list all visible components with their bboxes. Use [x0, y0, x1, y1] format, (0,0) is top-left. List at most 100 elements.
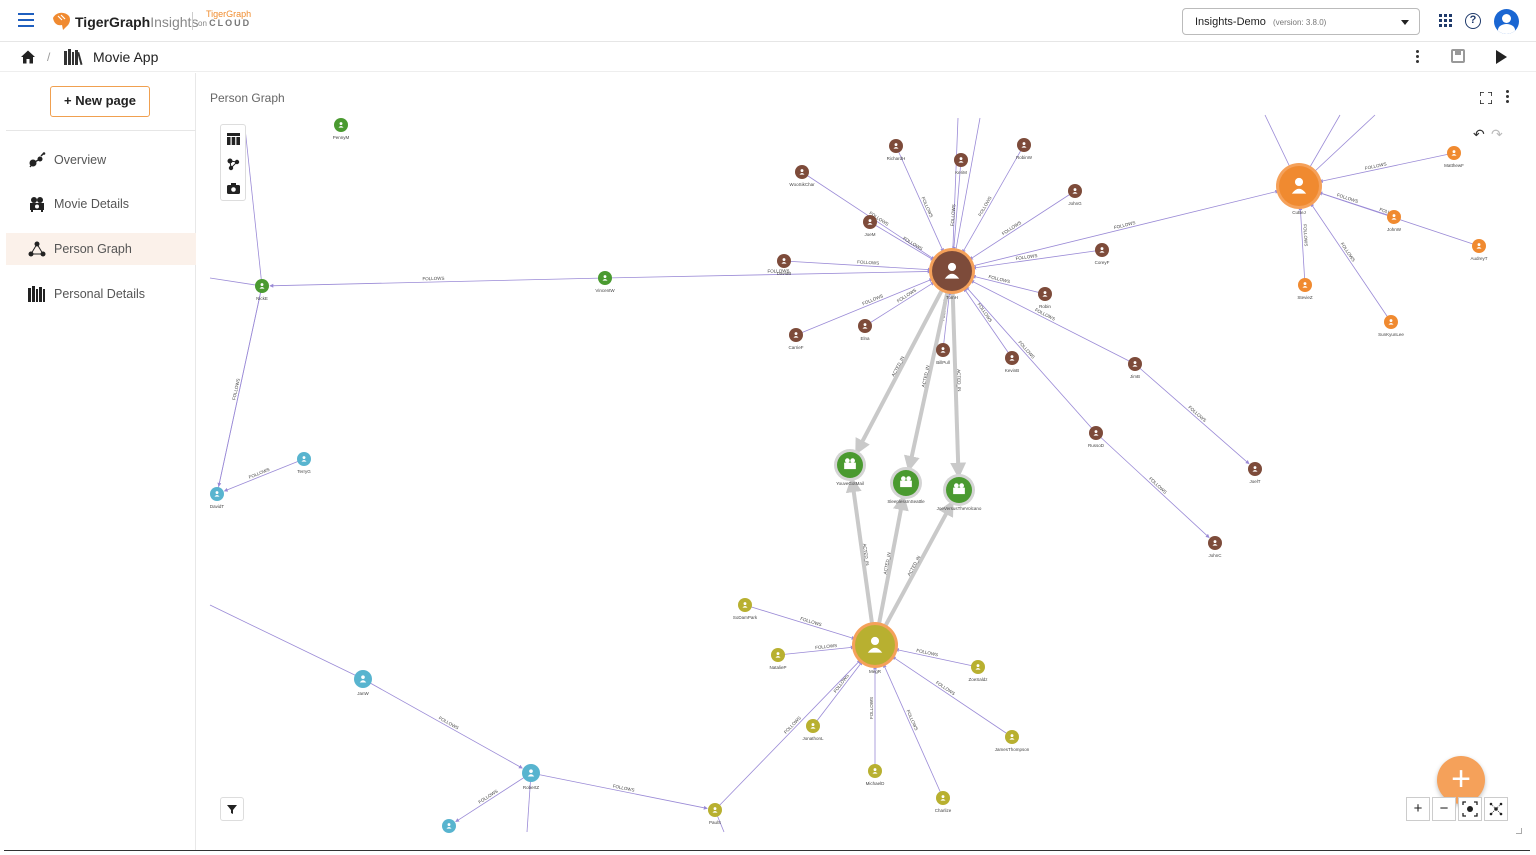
movie-node[interactable]: JoeVersusTheVolcano [937, 474, 982, 511]
follows-edge[interactable] [812, 661, 863, 727]
follows-edge[interactable] [969, 190, 1076, 260]
zoom-out-button[interactable]: − [1432, 797, 1456, 821]
sidebar-item-movie-details[interactable]: Movie Details [6, 188, 196, 220]
user-avatar-icon[interactable] [1494, 9, 1519, 34]
sidebar-item-personal-details[interactable]: Personal Details [6, 278, 196, 310]
person-node[interactable]: CarrieF [788, 328, 804, 350]
canvas-more-menu-icon[interactable] [1506, 90, 1510, 104]
person-node[interactable]: WooSikChar [789, 165, 815, 187]
person-node[interactable]: BillPull [936, 343, 950, 365]
acted-in-edge[interactable] [950, 270, 967, 479]
follows-edge[interactable] [891, 656, 1013, 738]
person-node[interactable] [442, 819, 456, 833]
app-more-menu-icon[interactable] [1416, 50, 1420, 64]
sidebar-item-overview[interactable]: Overview [6, 144, 196, 176]
follows-edge[interactable] [1134, 363, 1250, 465]
person-node[interactable]: ZoeSaldz [968, 660, 988, 682]
person-node[interactable]: MatthewF [1444, 146, 1464, 168]
follows-edge[interactable] [1318, 152, 1455, 183]
workspace-select[interactable]: Insights-Demo (version: 3.8.0) [1182, 8, 1420, 35]
apps-grid-icon[interactable] [1439, 14, 1453, 28]
zoom-in-button[interactable]: + [1406, 797, 1430, 821]
person-node[interactable]: JoeM [863, 215, 877, 237]
follows-edge[interactable] [223, 458, 305, 492]
person-node[interactable]: JonathonL [802, 719, 824, 741]
acted-in-edge[interactable] [845, 476, 877, 646]
follows-edge[interactable] [972, 249, 1103, 270]
follows-edge[interactable] [883, 663, 944, 799]
follows-edge[interactable] [217, 285, 263, 487]
new-page-button[interactable]: + New page [50, 86, 150, 117]
person-node[interactable]: NatalieP [769, 648, 787, 670]
person-node[interactable]: Elna [858, 319, 872, 341]
follows-edge[interactable] [894, 648, 979, 668]
follows-edge[interactable] [530, 772, 708, 810]
home-icon[interactable] [20, 49, 36, 65]
acted-in-edge[interactable] [873, 499, 955, 646]
follows-edge[interactable] [777, 645, 855, 656]
person-node[interactable]: DavidB [777, 254, 792, 276]
person-node[interactable]: JimB [1128, 357, 1142, 379]
follows-edge[interactable] [963, 287, 1013, 359]
person-node[interactable]: TomH [929, 248, 975, 300]
layout-icon[interactable] [221, 151, 245, 176]
acted-in-edge[interactable] [854, 270, 954, 455]
center-focus-icon[interactable] [1458, 797, 1482, 821]
person-node[interactable]: JoelT [1248, 462, 1262, 484]
follows-edge[interactable] [455, 772, 532, 823]
filter-icon[interactable] [220, 797, 244, 821]
run-play-icon[interactable] [1496, 50, 1507, 64]
movie-node[interactable]: SleeplessInSeattle [887, 467, 925, 504]
table-view-icon[interactable] [221, 126, 245, 151]
person-node[interactable]: JohnC [1208, 536, 1222, 558]
follows-edge[interactable] [744, 604, 856, 640]
person-node[interactable]: TerryG [297, 452, 311, 474]
follows-edge[interactable] [864, 281, 935, 327]
person-node[interactable]: StevieZ [1297, 278, 1313, 300]
person-node[interactable]: Charlize [935, 791, 952, 813]
person-node[interactable]: JohnW [1387, 210, 1402, 232]
person-node[interactable]: DavidT [210, 487, 225, 509]
person-node[interactable]: PennyM [333, 118, 350, 140]
person-node[interactable]: JohnG [1068, 184, 1082, 206]
fit-graph-icon[interactable] [1484, 797, 1508, 821]
person-node[interactable]: MegR [852, 622, 898, 674]
person-node[interactable]: JamesThompson [995, 730, 1030, 752]
follows-edge[interactable] [895, 145, 944, 253]
follows-edge[interactable] [1310, 202, 1392, 323]
person-node[interactable]: RussoD [1088, 426, 1105, 448]
person-node[interactable]: RichardH [887, 139, 906, 161]
person-node[interactable]: SunKyunLee [1378, 315, 1404, 337]
sidebar-item-person-graph[interactable]: Person Graph [6, 233, 196, 265]
person-node[interactable]: CoreyF [1095, 243, 1110, 265]
follows-edge[interactable] [604, 269, 932, 279]
person-node[interactable]: KeriM [954, 153, 968, 175]
follows-edge[interactable] [869, 221, 935, 261]
follows-edge[interactable] [362, 678, 523, 769]
follows-edge[interactable] [951, 189, 1280, 272]
follows-edge[interactable] [1298, 206, 1306, 286]
person-node[interactable]: AudreyT [1470, 239, 1488, 261]
add-fab-button[interactable]: + [1437, 756, 1485, 804]
follows-edge[interactable] [942, 291, 952, 351]
help-icon[interactable]: ? [1465, 13, 1481, 29]
person-node[interactable]: Robin [1038, 287, 1052, 309]
follows-edge[interactable] [962, 144, 1025, 254]
person-node[interactable]: RobinW [1016, 138, 1033, 160]
follows-edge[interactable] [795, 278, 934, 336]
fullscreen-icon[interactable] [1480, 92, 1492, 104]
person-node[interactable]: JanW [354, 670, 372, 696]
follows-edge[interactable] [783, 260, 932, 272]
movie-node[interactable]: YouveGotMail [834, 449, 866, 486]
person-node[interactable]: KevinB [1005, 351, 1019, 373]
redo-icon[interactable]: ↷ [1491, 126, 1503, 142]
acted-in-edge[interactable] [903, 270, 954, 472]
follows-edge[interactable] [965, 286, 1097, 434]
person-node[interactable]: PaulS [708, 803, 722, 825]
acted-in-edge[interactable] [873, 494, 909, 646]
person-node[interactable]: NickE [255, 279, 269, 301]
person-node[interactable]: RobertZ [522, 764, 540, 790]
follows-edge[interactable] [1095, 432, 1210, 539]
person-node[interactable]: VincentW [595, 271, 615, 293]
